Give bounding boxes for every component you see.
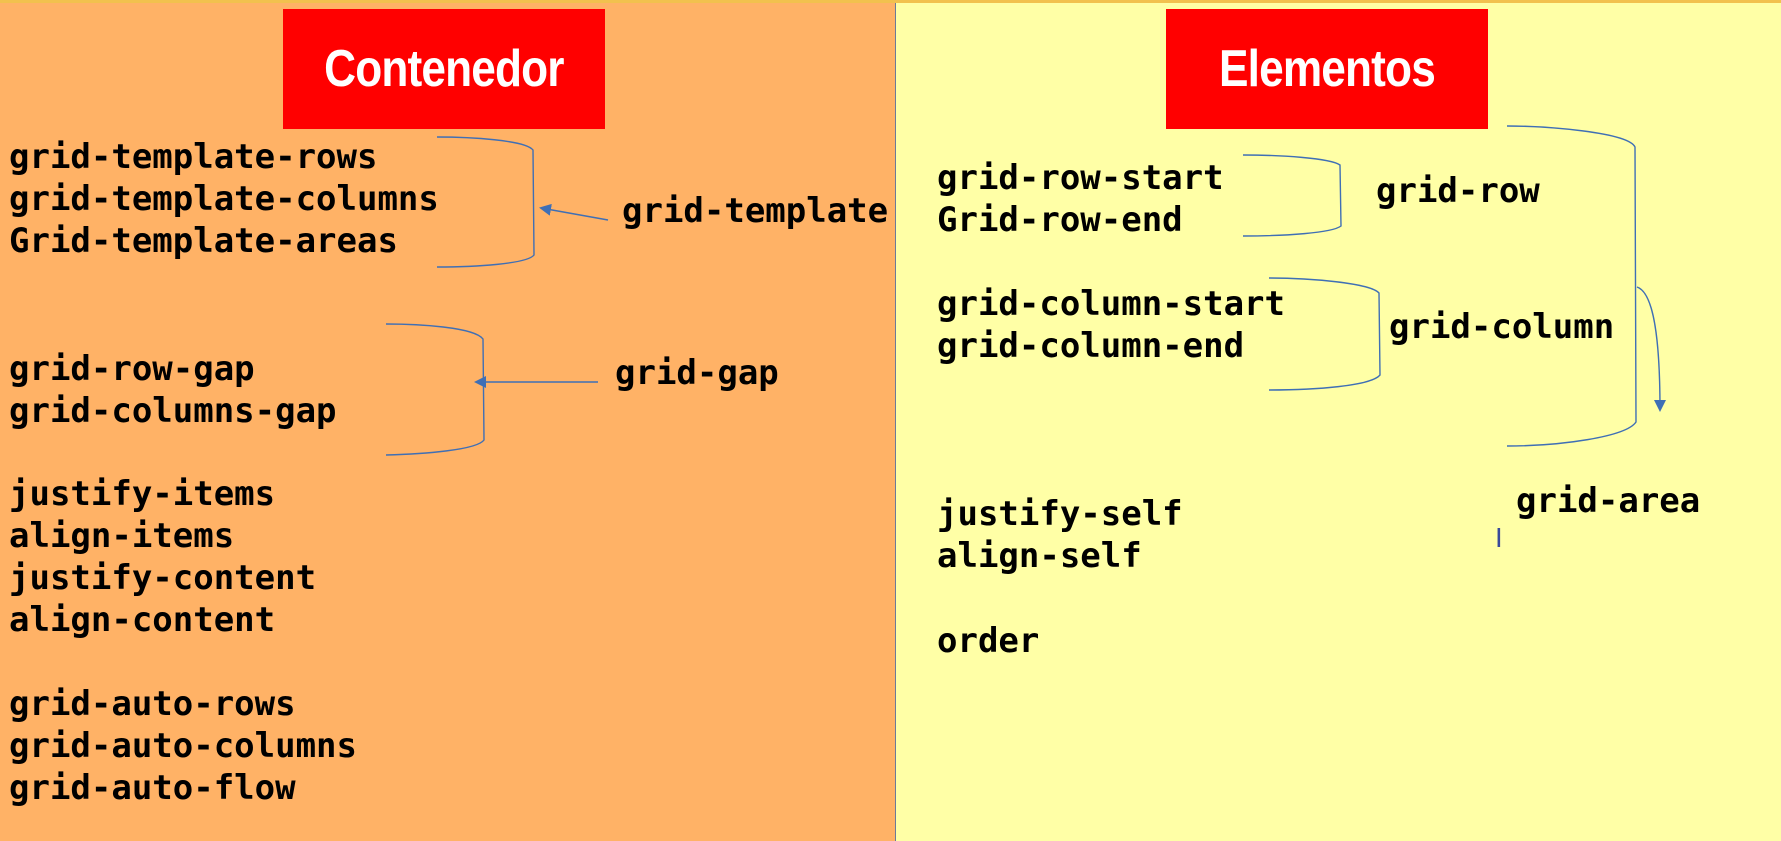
prop-justify-self: justify-self [937,494,1183,534]
shorthand-grid-column: grid-column [1389,307,1615,347]
prop-grid-template-areas: Grid-template-areas [9,221,398,261]
prop-grid-row-gap: grid-row-gap [9,349,255,389]
prop-align-items: align-items [9,516,235,556]
prop-grid-row-start: grid-row-start [937,158,1224,198]
prop-grid-row-end: Grid-row-end [937,200,1183,240]
elements-title: Elementos [1166,9,1488,129]
prop-grid-template-columns: grid-template-columns [9,179,439,219]
shorthand-grid-area: grid-area [1516,481,1701,521]
prop-justify-items: justify-items [9,474,276,514]
prop-grid-auto-flow: grid-auto-flow [9,768,296,808]
prop-align-self: align-self [937,536,1142,576]
prop-order: order [937,621,1040,661]
top-stripe [0,0,1781,3]
prop-grid-column-start: grid-column-start [937,284,1285,324]
shorthand-grid-row: grid-row [1376,171,1540,211]
prop-align-content: align-content [9,600,276,640]
prop-grid-auto-rows: grid-auto-rows [9,684,296,724]
container-title: Contenedor [283,9,605,129]
shorthand-grid-template: grid-template [622,191,889,231]
prop-grid-template-rows: grid-template-rows [9,137,378,177]
shorthand-grid-gap: grid-gap [615,353,779,393]
prop-grid-auto-columns: grid-auto-columns [9,726,357,766]
prop-grid-columns-gap: grid-columns-gap [9,391,337,431]
panel-divider [895,3,896,841]
prop-justify-content: justify-content [9,558,317,598]
prop-grid-column-end: grid-column-end [937,326,1245,366]
text-cursor-icon: I [1495,524,1503,554]
